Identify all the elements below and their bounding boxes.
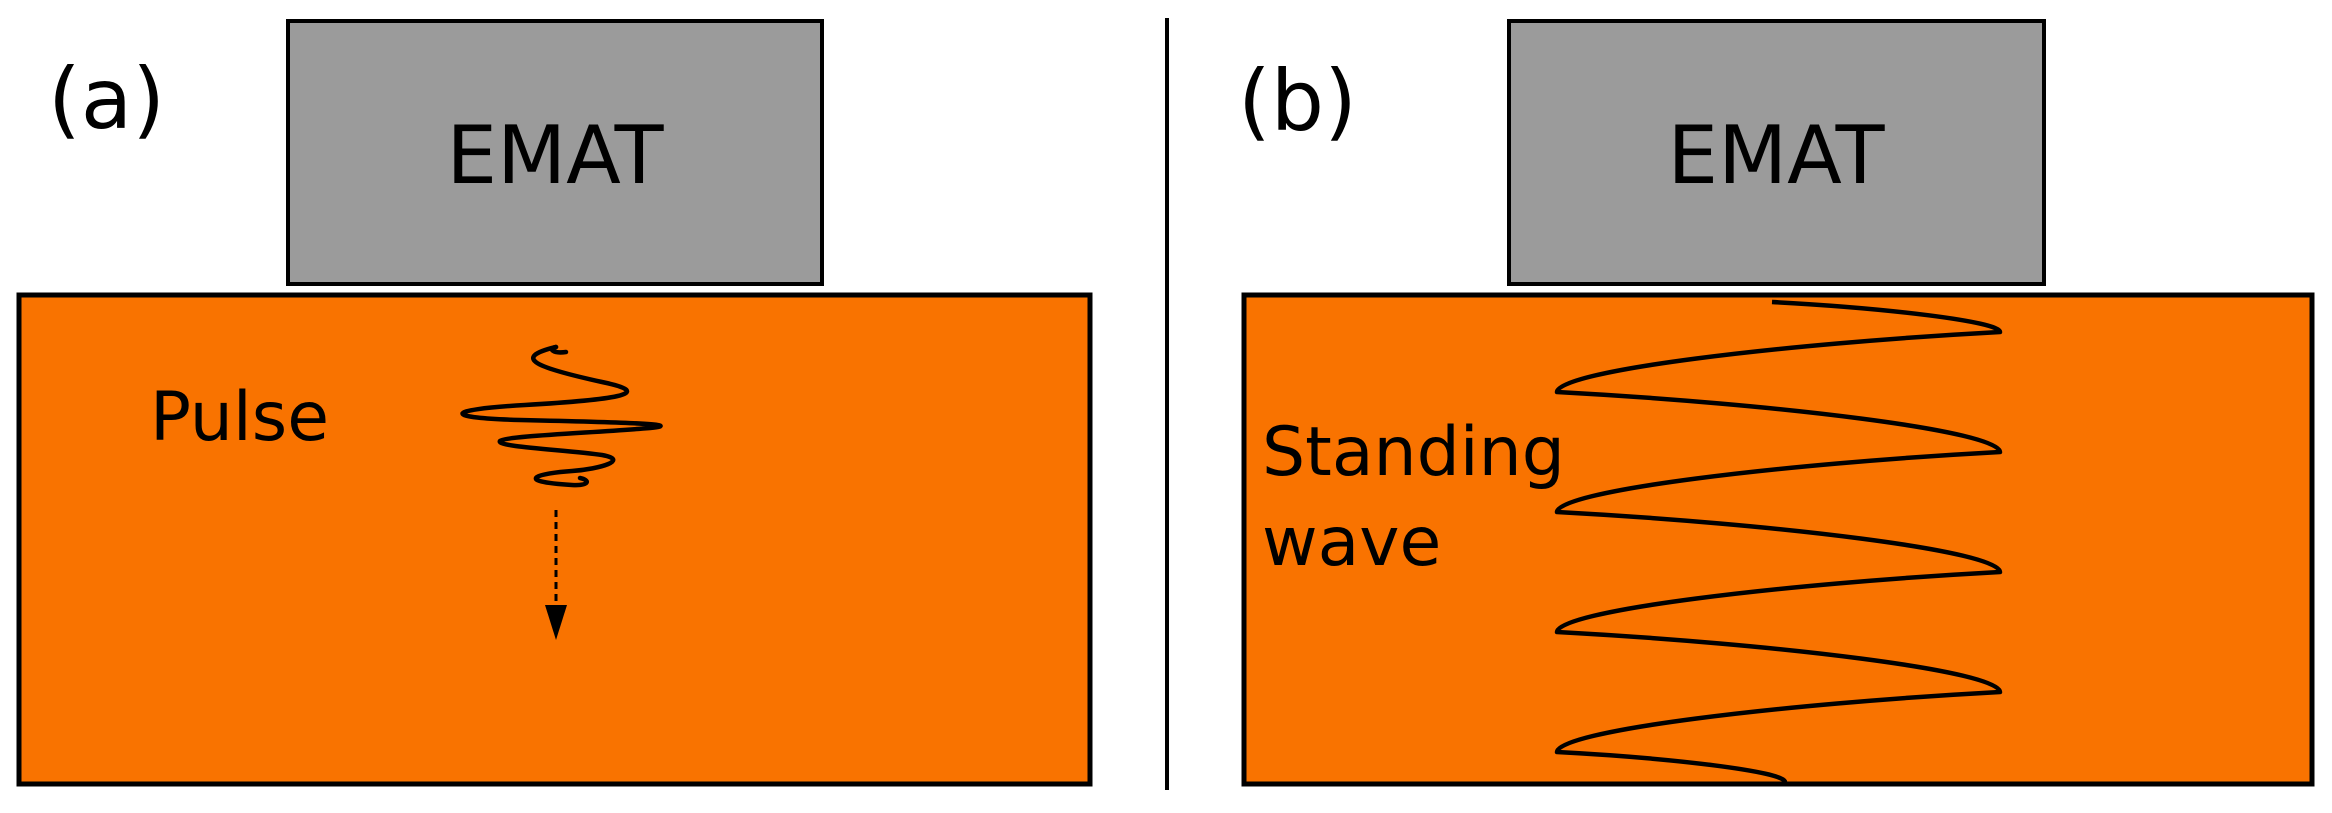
pulse-waveform-tip xyxy=(549,344,569,355)
emat-label-a: EMAT xyxy=(447,109,665,202)
standing-wave-waveform xyxy=(1554,299,2003,784)
panel-b: (b) EMAT Standing wave xyxy=(1238,19,2315,787)
panel-b-label: (b) xyxy=(1238,52,1357,150)
propagation-arrowhead xyxy=(545,605,567,640)
emat-transducer-b xyxy=(1507,19,2046,286)
specimen-block-b xyxy=(1241,292,2315,787)
panel-a: (a) EMAT Pulse xyxy=(16,19,1093,787)
standing-wave-label-line2: wave xyxy=(1262,503,1441,582)
pulse-label: Pulse xyxy=(150,378,329,457)
emat-label-b: EMAT xyxy=(1668,109,1886,202)
panel-a-label: (a) xyxy=(48,50,165,148)
emat-transducer-a xyxy=(286,19,824,286)
pulse-waveform xyxy=(460,344,663,488)
standing-wave-label-line1: Standing xyxy=(1262,413,1565,492)
